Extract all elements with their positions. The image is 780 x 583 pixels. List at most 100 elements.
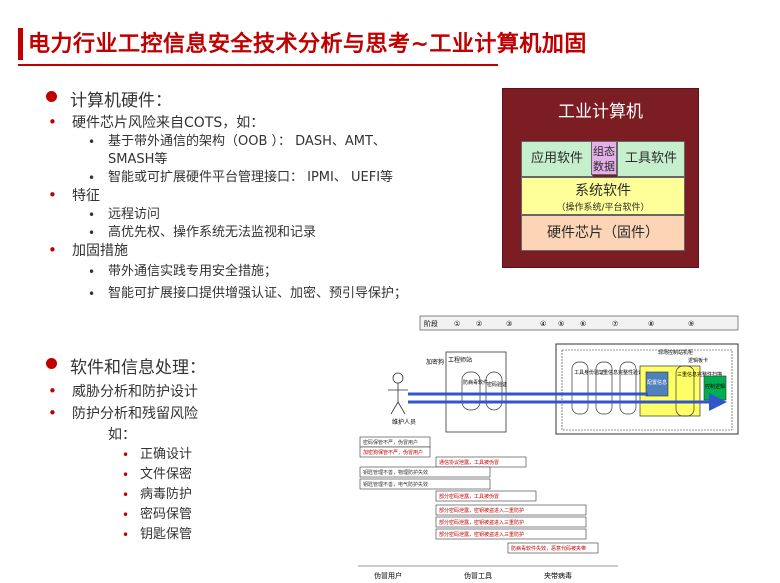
subitem-interface-auth-text: 智能可扩展接口提供增强认证、加密、预引导保护；	[108, 286, 408, 301]
subitem-interface-auth: • 智能可扩展接口提供增强认证、加密、预引导保护；	[44, 283, 504, 305]
bullet-dot-icon	[46, 91, 57, 102]
control-logic-label: 控制逻辑	[705, 383, 725, 390]
bullet-icon: •	[122, 468, 130, 482]
threat-row-box	[359, 478, 491, 490]
application-software-block: 应用软件	[521, 141, 593, 177]
threat-row-box	[435, 504, 587, 516]
sub-file-secrecy-text: 文件保密	[140, 467, 193, 482]
stage-number-9: ⑨	[688, 320, 694, 328]
bullet-icon: •	[48, 404, 57, 422]
heading-hardware: 计算机硬件：	[44, 86, 504, 111]
threat-row-label: 钥匙管理不善，电气防护失效	[363, 481, 428, 488]
sub-correct-design: • 正确设计	[44, 445, 504, 465]
threat-row-label: 部分密码泄露，工具被伪冒	[439, 493, 499, 500]
heading-software: 软件和信息处理：	[44, 353, 504, 378]
sub-key-keeping-text: 钥匙保管	[140, 527, 193, 542]
heading-software-text: 软件和信息处理：	[70, 358, 206, 378]
threat-row-label: 防病毒软件失效，恶意代码被夹带	[511, 545, 586, 552]
tool-auth-node	[571, 361, 589, 415]
bullet-icon: •	[48, 186, 57, 204]
stage-number-4: ④	[540, 320, 546, 328]
item-chip-risk-text: 硬件芯片风险来自COTS，如：	[72, 115, 265, 131]
industrial-computer-diagram: 工业计算机 应用软件 组态 数据 工具软件 系统软件 （操作系统/平台软件） 硬…	[502, 88, 699, 268]
threat-row-label: 加密狗保管不严，伪冒用户	[363, 449, 423, 456]
threat-row-label: 通信协议泄露，工具被伪冒	[439, 459, 499, 466]
threat-row-box	[435, 528, 587, 540]
item-features: • 特征	[44, 186, 504, 206]
bullet-icon: •	[88, 265, 96, 279]
config-info-node	[645, 371, 669, 397]
threat-row-box	[507, 542, 599, 554]
bullet-dot-icon	[46, 358, 57, 369]
engineer-station-box	[445, 351, 507, 433]
item-residual-risk: • 防护分析和残留风险	[44, 403, 504, 425]
bullet-icon: •	[88, 135, 96, 149]
threat-row-box	[359, 466, 491, 478]
bottom-label-tool: 伪冒工具	[464, 571, 492, 580]
antivirus-node	[461, 371, 481, 411]
stage-header	[419, 315, 739, 331]
dual-integrity-node-a	[595, 361, 613, 415]
item-features-text: 特征	[72, 188, 100, 204]
subitem-priority: • 高优先权、操作系统无法监视和记录	[44, 224, 504, 242]
stage-label: 阶段	[424, 319, 438, 328]
password-verify-label: 密码验证	[487, 381, 507, 388]
sub-correct-design-text: 正确设计	[140, 447, 193, 462]
slide-outline: 计算机硬件： • 硬件芯片风险来自COTS，如： • 基于带外通信的架构（OOB ）…	[44, 84, 504, 549]
triple-scan-label: 三重信息完整性扫描	[677, 371, 722, 378]
title-underline	[18, 64, 498, 66]
sub-virus-protection: •病毒防护	[44, 485, 504, 505]
stage-number-2: ②	[476, 320, 482, 328]
bullet-icon: •	[48, 113, 57, 131]
config-info-label: 配置信息	[647, 379, 667, 386]
bullet-icon: •	[88, 287, 96, 301]
config-data-line1: 组态	[593, 145, 615, 158]
bullet-icon: •	[88, 208, 96, 222]
item-hardening-text: 加固措施	[72, 243, 128, 259]
section-software: 软件和信息处理： •威胁分析和防护设计 •防护分析和残留风险 如： •正确设计 …	[44, 353, 504, 545]
field-controller-label: 现场控制站机柜	[658, 349, 693, 356]
item-threat-analysis: •威胁分析和防护设计	[44, 381, 504, 403]
bullet-icon: •	[122, 528, 130, 542]
system-software-label: 系统软件	[575, 183, 631, 199]
bullet-icon: •	[88, 226, 96, 240]
item-hardening: •加固措施	[44, 241, 504, 261]
stage-number-8: ⑧	[648, 320, 654, 328]
example-label: 如：	[108, 427, 136, 443]
section-hardware: 计算机硬件： • 硬件芯片风险来自COTS，如： • 基于带外通信的架构（OOB ）…	[44, 86, 504, 305]
maintainer-label: 维护人员	[392, 418, 416, 426]
subitem-oob-cont-text: SMASH等	[108, 152, 168, 167]
item-chip-risk: • 硬件芯片风险来自COTS，如：	[44, 113, 504, 133]
tool-auth-label: 工具身份验证	[574, 369, 604, 376]
threat-row-label: 部分密码泄露，密钥被盗进入三重防护	[439, 519, 524, 526]
threat-row-label: 钥匙管理不善，物理防护失效	[363, 469, 428, 476]
cabinet-inner-frame	[561, 349, 733, 431]
threat-row-label: 密码保管不严，伪冒用户	[363, 439, 418, 446]
bullet-icon: •	[122, 508, 130, 522]
bottom-label-virus: 夹带病毒	[544, 571, 572, 580]
subitem-oob-measures-text: 带外通信实践专用安全措施；	[108, 264, 278, 279]
bullet-icon: •	[122, 448, 130, 462]
dual-integrity-label: 二重信息完整性验证	[598, 369, 643, 376]
sub-key-keeping: • 钥匙保管	[44, 525, 504, 545]
encrypt-dog-label: 加密狗	[426, 358, 444, 366]
logic-board-label: 逻辑板卡	[688, 357, 708, 364]
subitem-oob: • 基于带外通信的架构（OOB ）： DASH、AMT、	[44, 133, 504, 151]
config-data-line2: 数据	[593, 160, 615, 173]
sub-password-keeping: •密码保管	[44, 505, 504, 525]
industrial-computer-title: 工业计算机	[558, 102, 643, 122]
stage-number-5: ⑤	[558, 320, 564, 328]
system-software-sublabel: （操作系统/平台软件）	[556, 203, 650, 213]
maintainer-person-icon	[388, 372, 408, 415]
item-residual-risk-text: 防护分析和残留风险	[72, 406, 198, 422]
stage-number-1: ①	[454, 320, 460, 328]
bottom-label-user: 伪冒用户	[374, 571, 402, 580]
threat-row-label: 部分密码泄露，密钥被盗进入三重防护	[439, 531, 524, 538]
subitem-priority-text: 高优先权、操作系统无法监视和记录	[108, 225, 317, 240]
subitem-ipmi: •智能或可扩展硬件平台管理接口： IPMI、 UEFI等	[44, 169, 504, 187]
subitem-oob-text: 基于带外通信的架构（OOB ）： DASH、AMT、	[108, 134, 386, 149]
bullet-icon: •	[122, 488, 130, 502]
stage-number-3: ③	[506, 320, 512, 328]
